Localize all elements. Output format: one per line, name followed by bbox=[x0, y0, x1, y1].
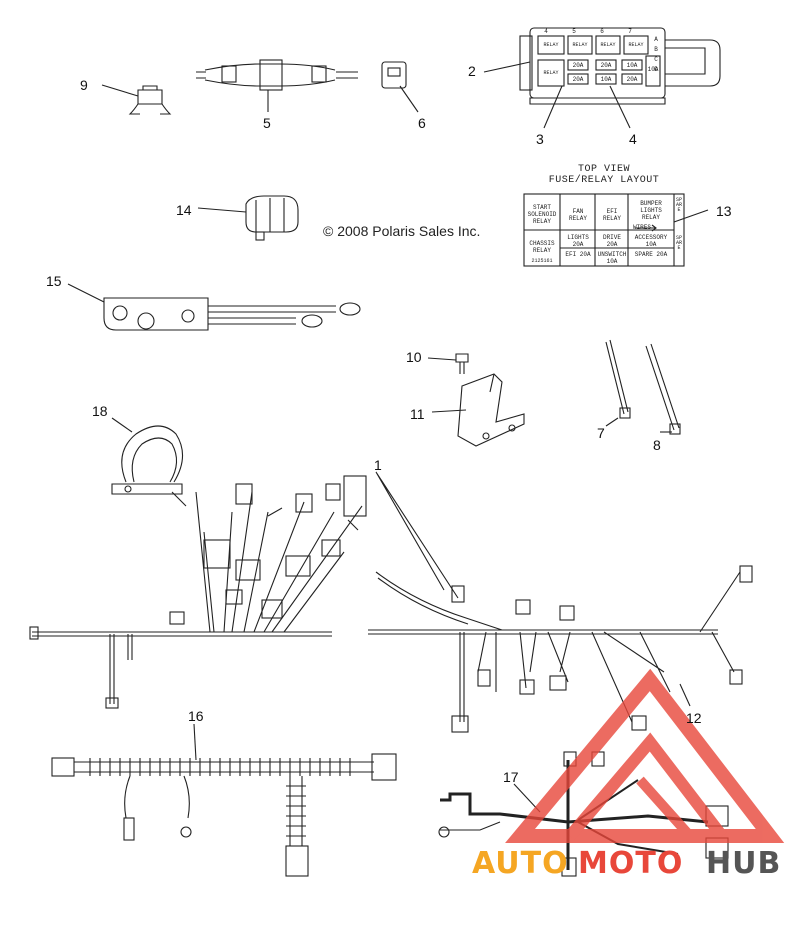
fuse-box-col-number: 5 bbox=[572, 28, 576, 35]
callout-8: 8 bbox=[653, 437, 661, 453]
part-13-fuse-table bbox=[523, 193, 709, 267]
watermark-text-auto: AUTO bbox=[472, 846, 569, 881]
callout-6: 6 bbox=[418, 115, 426, 131]
fuse-box-relay-label: RELAY bbox=[628, 42, 644, 48]
fuse-table-cell: EFI RELAY bbox=[602, 208, 621, 222]
part-10-bolt bbox=[427, 353, 469, 374]
fuse-box-fuse-label: 20A bbox=[572, 76, 584, 83]
callout-14: 14 bbox=[176, 202, 192, 218]
fuse-table-cell: EFI 20A bbox=[565, 251, 591, 258]
part-6-connector bbox=[381, 61, 419, 113]
fuse-table-cell: START SOLENOID RELAY bbox=[527, 204, 557, 225]
callout-7: 7 bbox=[597, 425, 605, 441]
callout-1: 1 bbox=[374, 457, 382, 473]
part-2-fuse-box bbox=[483, 27, 721, 129]
fuse-table-cell: BUMPER LIGHTS RELAY bbox=[640, 200, 662, 221]
fuse-table-title-2: FUSE/RELAY LAYOUT bbox=[548, 175, 660, 186]
part-5-fuse-holder bbox=[196, 59, 358, 112]
fuse-box-row-letter: D bbox=[654, 66, 658, 73]
part-16-conduit-harness bbox=[51, 723, 397, 877]
fuse-box-relay-label: RELAY bbox=[600, 42, 616, 48]
fuse-box-fuse-label: 10A bbox=[647, 66, 659, 73]
fuse-box-fuse-label: 20A bbox=[626, 76, 638, 83]
part-1-harness-right bbox=[368, 471, 753, 733]
part-1-harness-left bbox=[29, 475, 367, 709]
fuse-table-cell: FAN RELAY bbox=[568, 208, 587, 222]
fuse-box-relay-label: RELAY bbox=[572, 42, 588, 48]
part-8-cable-tie bbox=[645, 343, 681, 435]
callout-13: 13 bbox=[716, 203, 732, 219]
fuse-box-fuse-label: 10A bbox=[600, 76, 612, 83]
fuse-table-cell: ACCESSORY 10A bbox=[634, 234, 668, 248]
fuse-box-col-number: 6 bbox=[600, 28, 604, 35]
part-15-bracket bbox=[67, 283, 361, 331]
callout-2: 2 bbox=[468, 63, 476, 79]
callout-4: 4 bbox=[629, 131, 637, 147]
callout-9: 9 bbox=[80, 77, 88, 93]
part-11-bracket bbox=[431, 373, 525, 447]
fuse-box-row-letter: C bbox=[654, 56, 658, 63]
fuse-box-row-letter: A bbox=[654, 36, 658, 43]
callout-11: 11 bbox=[410, 406, 425, 422]
watermark-text-moto: MOTO bbox=[578, 846, 684, 881]
fuse-box-fuse-label: 10A bbox=[626, 62, 638, 69]
fuse-table-side-label: SPARE bbox=[676, 197, 683, 213]
fuse-box-col-number: 7 bbox=[628, 28, 632, 35]
callout-3: 3 bbox=[536, 131, 544, 147]
fuse-box-fuse-label: 20A bbox=[600, 62, 612, 69]
callout-18: 18 bbox=[92, 403, 108, 419]
callout-5: 5 bbox=[263, 115, 271, 131]
fuse-table-wires-label: WIRES bbox=[632, 224, 651, 231]
fuse-table-cell: SPARE 20A bbox=[634, 251, 668, 258]
callout-16: 16 bbox=[188, 708, 204, 724]
fuse-table-side-label: SPARE bbox=[676, 235, 683, 251]
callout-15: 15 bbox=[46, 273, 62, 289]
callout-12: 12 bbox=[686, 710, 702, 726]
part-14-connector bbox=[197, 195, 299, 241]
fuse-table-cell: DRIVE 20A bbox=[602, 234, 621, 248]
part-7-cable-tie bbox=[605, 339, 631, 427]
fuse-box-relay-label: RELAY bbox=[543, 70, 559, 76]
fuse-table-part-number: 2125161 bbox=[531, 258, 553, 264]
watermark-logo bbox=[505, 668, 785, 843]
copyright-text: © 2008 Polaris Sales Inc. bbox=[323, 223, 481, 239]
fuse-box-col-number: 4 bbox=[544, 28, 548, 35]
watermark-text-hub: HUB bbox=[706, 846, 782, 881]
callout-17: 17 bbox=[503, 769, 519, 785]
fuse-table-cell: UNSWITCH 10A bbox=[597, 251, 627, 265]
fuse-box-relay-label: RELAY bbox=[543, 42, 559, 48]
fuse-box-fuse-label: 20A bbox=[572, 62, 584, 69]
fuse-table-title-1: TOP VIEW bbox=[577, 164, 630, 175]
part-18-clamp bbox=[111, 417, 184, 495]
part-17-harness bbox=[438, 751, 729, 877]
fuse-table-cell: LIGHTS 20A bbox=[567, 234, 589, 248]
fuse-table-cell: CHASSIS RELAY bbox=[529, 240, 555, 254]
callout-10: 10 bbox=[406, 349, 422, 365]
fuse-box-row-letter: B bbox=[654, 46, 658, 53]
part-9-clip bbox=[101, 84, 172, 115]
